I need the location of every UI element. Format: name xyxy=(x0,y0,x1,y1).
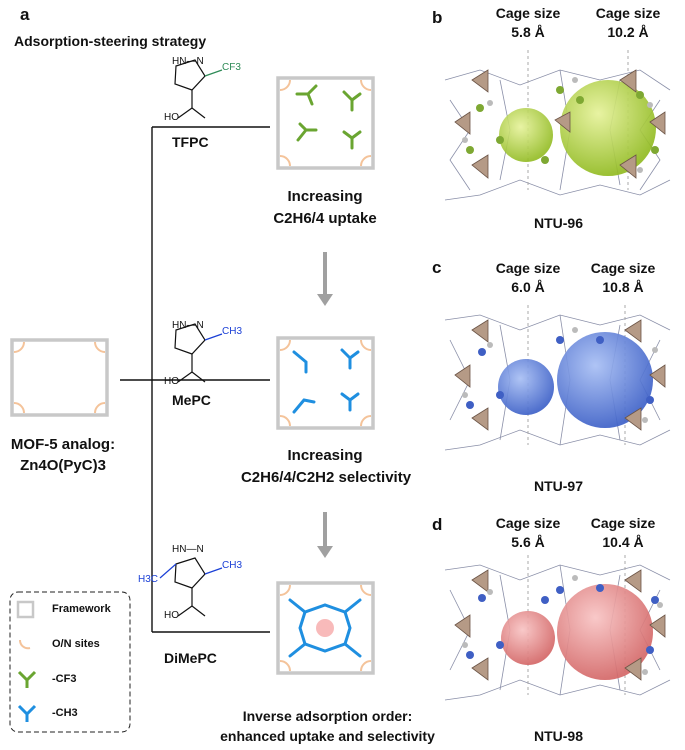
result-3-line2: enhanced uptake and selectivity xyxy=(220,728,435,744)
mepc-nh-label: HN—N xyxy=(172,320,204,331)
dimepc-acid: HO xyxy=(164,610,179,621)
mepc-acid: HO xyxy=(164,376,179,387)
panel-d-cage1-value: 5.6 Å xyxy=(511,534,545,550)
mepc-substituent: CH3 xyxy=(222,326,243,337)
connector-lines xyxy=(120,126,270,633)
dimepc-substituent: CH3 xyxy=(222,560,243,571)
dimepc-nh-label: HN—N xyxy=(172,544,204,555)
panel-d-cage2-value: 10.4 Å xyxy=(602,534,644,550)
result-1-line2: C2H6/4 uptake xyxy=(273,210,377,227)
panel-c-cage1-label: Cage size xyxy=(495,260,561,276)
tfpc-nh-label: HN—N xyxy=(172,56,204,67)
pore-square-dimepc xyxy=(276,581,375,675)
legend-box xyxy=(9,591,131,733)
panel-b-cage1-value: 5.8 Å xyxy=(511,24,545,40)
legend-sites-label: O/N sites xyxy=(52,638,100,650)
result-1-line1: Increasing xyxy=(287,188,363,205)
panel-c-structure-name: NTU-97 xyxy=(534,478,584,494)
panel-c-cage1-value: 6.0 Å xyxy=(511,279,545,295)
ligand-label-dimepc: DiMePC xyxy=(164,650,217,666)
mof5-framework-square xyxy=(10,338,109,417)
ligand-label-mepc: MePC xyxy=(172,392,211,408)
result-3-line1: Inverse adsorption order: xyxy=(242,708,413,724)
mof5-label-line1: MOF-5 analog: xyxy=(10,436,116,453)
panel-d-cage1-label: Cage size xyxy=(495,515,561,531)
panel-c-cage2-value: 10.8 Å xyxy=(602,279,644,295)
ligand-label-tfpc: TFPC xyxy=(172,134,209,150)
result-2-line2: C2H6/4/C2H2 selectivity xyxy=(240,469,412,486)
arrow-down-1 xyxy=(317,252,333,306)
panel-b-cage2-value: 10.2 Å xyxy=(607,24,649,40)
result-2-line1: Increasing xyxy=(287,447,363,464)
legend-ch3-label: -CH3 xyxy=(52,707,78,719)
panel-c-letter: c xyxy=(432,258,442,277)
panel-b-cage1-label: Cage size xyxy=(495,5,561,21)
tfpc-substituent: CF3 xyxy=(222,62,241,73)
mof5-label-line2: Zn4O(PyC)3 xyxy=(20,457,106,474)
dimepc-substituent-left: H3C xyxy=(138,574,159,585)
panel-a-letter: a xyxy=(20,5,30,24)
panel-b-cage2-label: Cage size xyxy=(595,5,661,21)
strategy-title: Adsorption-steering strategy xyxy=(14,33,207,49)
pore-square-tfpc xyxy=(276,76,375,170)
tfpc-acid: HO xyxy=(164,112,179,123)
ligand-tfpc-structure xyxy=(174,59,223,119)
ligand-dimepc-structure xyxy=(159,557,223,617)
panel-c-cage2-label: Cage size xyxy=(590,260,656,276)
legend-framework-label: Framework xyxy=(52,603,111,615)
arrow-down-2 xyxy=(317,512,333,558)
panel-b-structure-name: NTU-96 xyxy=(534,215,584,231)
legend-cf3-label: -CF3 xyxy=(52,673,77,685)
panel-d-structure-name: NTU-98 xyxy=(534,728,584,744)
ligand-mepc-structure xyxy=(174,323,223,383)
panel-b-letter: b xyxy=(432,8,443,27)
pore-square-mepc xyxy=(276,336,375,430)
panel-d-letter: d xyxy=(432,515,443,534)
panel-d-cage2-label: Cage size xyxy=(590,515,656,531)
